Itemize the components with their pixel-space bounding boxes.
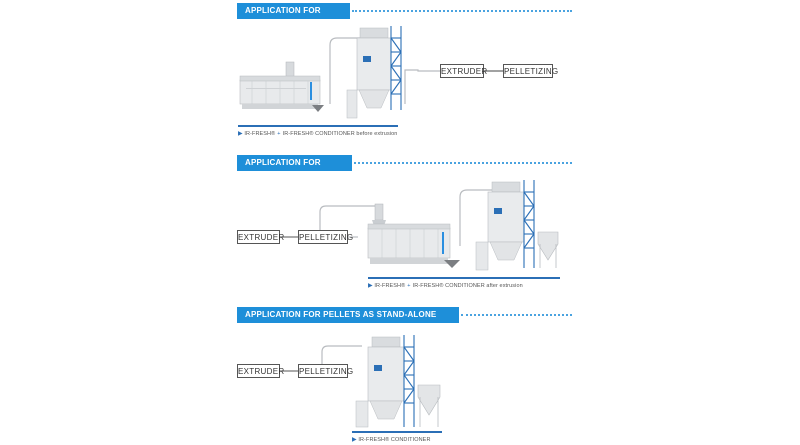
section-baseline [238, 125, 398, 127]
section-caption: ▶ IR-FRESH®+IR-FRESH® CONDITIONER before… [238, 131, 398, 137]
section-baseline [368, 277, 560, 279]
conditioner-tower-illustration [475, 180, 559, 271]
arrow-icon: ▶ [352, 437, 357, 443]
extruder-box: EXTRUDER [237, 364, 284, 378]
pelletizing-box: PELLETIZING [298, 230, 353, 244]
extruder-box: EXTRUDER [237, 230, 284, 244]
arrow-icon: ▶ [238, 131, 243, 137]
section-title-standalone: APPLICATION FOR PELLETS AS STAND-ALONE S… [237, 307, 459, 335]
pelletizing-box: PELLETIZING [503, 64, 558, 78]
ir-fresh-dryer-illustration [239, 61, 324, 112]
section-caption: ▶ IR-FRESH® CONDITIONER [352, 437, 431, 443]
extruder-box: EXTRUDER [440, 64, 487, 78]
conditioner-tower-illustration [355, 335, 441, 428]
section-divider [461, 314, 572, 316]
section-divider [354, 162, 572, 164]
ir-fresh-dryer-illustration [367, 203, 460, 268]
section-baseline [352, 431, 442, 433]
conditioner-tower-illustration [346, 26, 402, 119]
arrow-icon: ▶ [368, 283, 373, 289]
pelletizing-box: PELLETIZING [298, 364, 353, 378]
section-title-pellets: APPLICATION FOR PELLETS [237, 155, 352, 183]
section-divider [352, 10, 572, 12]
section-caption: ▶ IR-FRESH®+IR-FRESH® CONDITIONER after … [368, 283, 523, 289]
section-title-flakes: APPLICATION FOR FLAKES [237, 3, 350, 31]
